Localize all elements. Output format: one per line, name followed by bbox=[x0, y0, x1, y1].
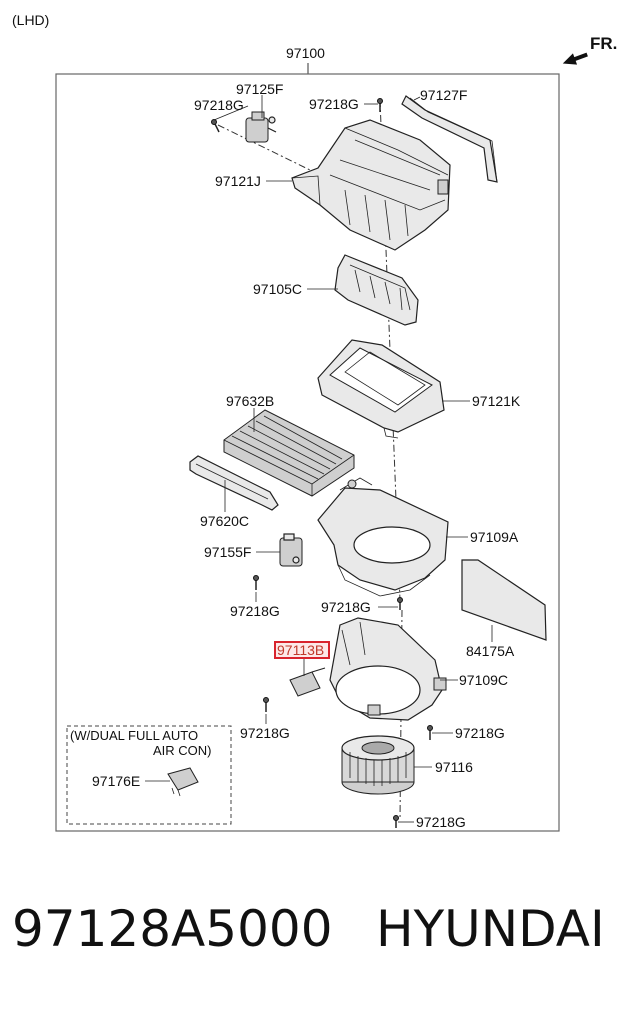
pad-84175A bbox=[461, 559, 547, 641]
label-97218G-e: 97218G bbox=[240, 725, 290, 741]
option-box-line1: (W/DUAL FULL AUTO bbox=[70, 728, 198, 743]
seal-97127F bbox=[401, 95, 498, 183]
actuator-axis bbox=[217, 124, 311, 171]
screw-97218G-b bbox=[377, 98, 383, 112]
actuator-97125F bbox=[245, 111, 277, 143]
resistor-97113B bbox=[289, 667, 326, 697]
label-97218G-a: 97218G bbox=[194, 97, 244, 113]
option-box-line2: AIR CON) bbox=[153, 743, 212, 758]
label-97218G-b: 97218G bbox=[309, 96, 359, 112]
screw-97218G-e bbox=[263, 697, 269, 712]
label-97109C: 97109C bbox=[459, 672, 508, 688]
screw-97218G-c bbox=[253, 575, 259, 590]
frame-97121K bbox=[317, 339, 445, 439]
variant-label: (LHD) bbox=[12, 12, 49, 28]
label-97218G-c: 97218G bbox=[230, 603, 280, 619]
label-97125F: 97125F bbox=[236, 81, 283, 97]
blower-motor-97116 bbox=[341, 735, 415, 795]
label-97116: 97116 bbox=[435, 759, 473, 775]
label-97218G-d: 97218G bbox=[321, 599, 371, 615]
footer: 97128A5000 HYUNDAI bbox=[0, 900, 637, 980]
label-97218G-g: 97218G bbox=[416, 814, 466, 830]
front-direction-arrow-icon bbox=[562, 52, 588, 65]
filter-97632B bbox=[223, 409, 355, 497]
label-97121K: 97121K bbox=[472, 393, 521, 409]
screw-97218G-d bbox=[397, 597, 403, 610]
label-97105C: 97105C bbox=[253, 281, 302, 297]
module-97176E bbox=[167, 767, 199, 797]
upper-case-97121J bbox=[291, 119, 451, 251]
label-97632B: 97632B bbox=[226, 393, 274, 409]
front-direction-label: FR. bbox=[590, 34, 617, 53]
highlight-box-97113B bbox=[274, 641, 330, 659]
label-97121J: 97121J bbox=[215, 173, 261, 189]
leader-lines bbox=[145, 95, 493, 823]
screw-97218G-f bbox=[427, 725, 433, 740]
actuator-97155F bbox=[279, 533, 303, 567]
label-97176E: 97176E bbox=[92, 773, 140, 789]
label-97109A: 97109A bbox=[470, 529, 519, 545]
label-97127F: 97127F bbox=[420, 87, 467, 103]
cover-97620C bbox=[189, 455, 279, 511]
lower-case-97109C bbox=[329, 617, 447, 721]
label-97620C: 97620C bbox=[200, 513, 249, 529]
part-number: 97128A5000 bbox=[12, 900, 333, 958]
label-97155F: 97155F bbox=[204, 544, 251, 560]
brand-name: HYUNDAI bbox=[376, 900, 605, 958]
label-84175A: 84175A bbox=[466, 643, 515, 659]
label-97113B: 97113B bbox=[277, 642, 324, 658]
parts-diagram: (LHD) FR. 97100 bbox=[12, 12, 617, 832]
option-box bbox=[66, 725, 232, 825]
assembly-number: 97100 bbox=[286, 45, 325, 61]
door-97105C bbox=[334, 254, 419, 326]
label-97218G-f: 97218G bbox=[455, 725, 505, 741]
assembly-frame bbox=[55, 73, 560, 832]
upper-case-97109A bbox=[317, 477, 449, 597]
screw-97218G-g bbox=[393, 815, 399, 828]
screw-97218G-a bbox=[211, 119, 220, 133]
